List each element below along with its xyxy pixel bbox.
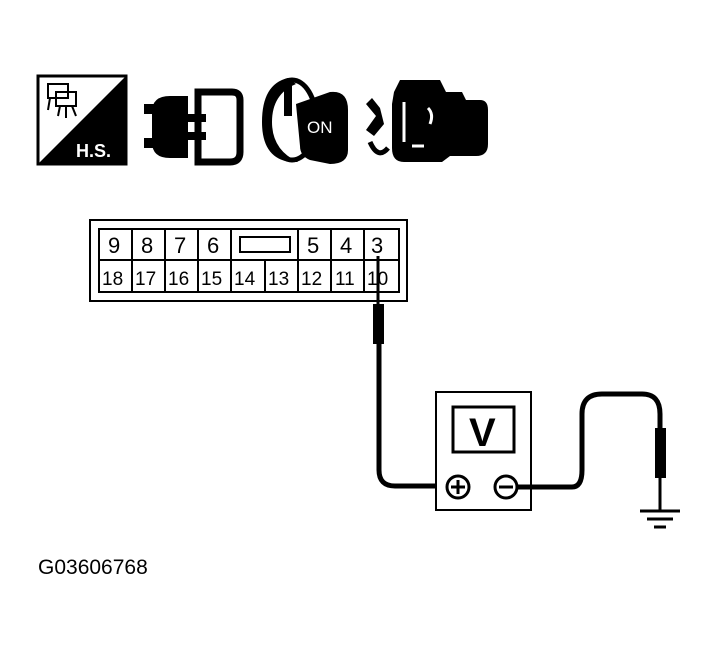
- pin-12: 12: [301, 269, 322, 290]
- engine-icon: [366, 80, 488, 162]
- voltmeter: V: [435, 391, 532, 511]
- connector-disconnect-icon: [144, 88, 244, 166]
- positive-terminal-icon: [445, 474, 471, 500]
- ground-probe: [655, 428, 666, 510]
- pin-11: 11: [335, 269, 355, 290]
- mini-connector-icon: [47, 83, 77, 118]
- ignition-on-label: ON: [307, 118, 333, 137]
- harness-connector-hs-icon: H.S.: [36, 74, 128, 166]
- pin-5: 5: [307, 233, 319, 258]
- pin-8: 8: [141, 233, 153, 258]
- voltmeter-label: V: [469, 411, 496, 455]
- pin-7: 7: [174, 233, 186, 258]
- connector-top-row: [131, 229, 365, 260]
- pin-13: 13: [268, 269, 289, 290]
- connector-face: 9 8 7 6 5 4 3 18 17 16 15 14 13 12 11 10: [89, 219, 408, 302]
- pin-4: 4: [340, 233, 352, 258]
- ignition-key-on-icon: ON: [262, 77, 348, 164]
- pin-14: 14: [234, 269, 256, 290]
- hs-label: H.S.: [76, 141, 111, 161]
- connector-bottom-row: [131, 260, 365, 292]
- pin-9: 9: [108, 233, 120, 258]
- pin-18: 18: [102, 269, 123, 290]
- pin-17: 17: [135, 269, 156, 290]
- figure-reference-code: G03606768: [38, 556, 148, 579]
- positive-test-lead: [376, 344, 446, 489]
- ground-symbol-icon: [640, 509, 680, 529]
- pin-16: 16: [168, 269, 189, 290]
- positive-test-probe: [373, 256, 384, 344]
- pin-3: 3: [371, 233, 383, 258]
- pin-6: 6: [207, 233, 219, 258]
- negative-test-lead: [517, 391, 663, 490]
- connector-key-slot: [239, 236, 291, 253]
- negative-terminal-icon: [493, 474, 519, 500]
- pin-15: 15: [201, 269, 222, 290]
